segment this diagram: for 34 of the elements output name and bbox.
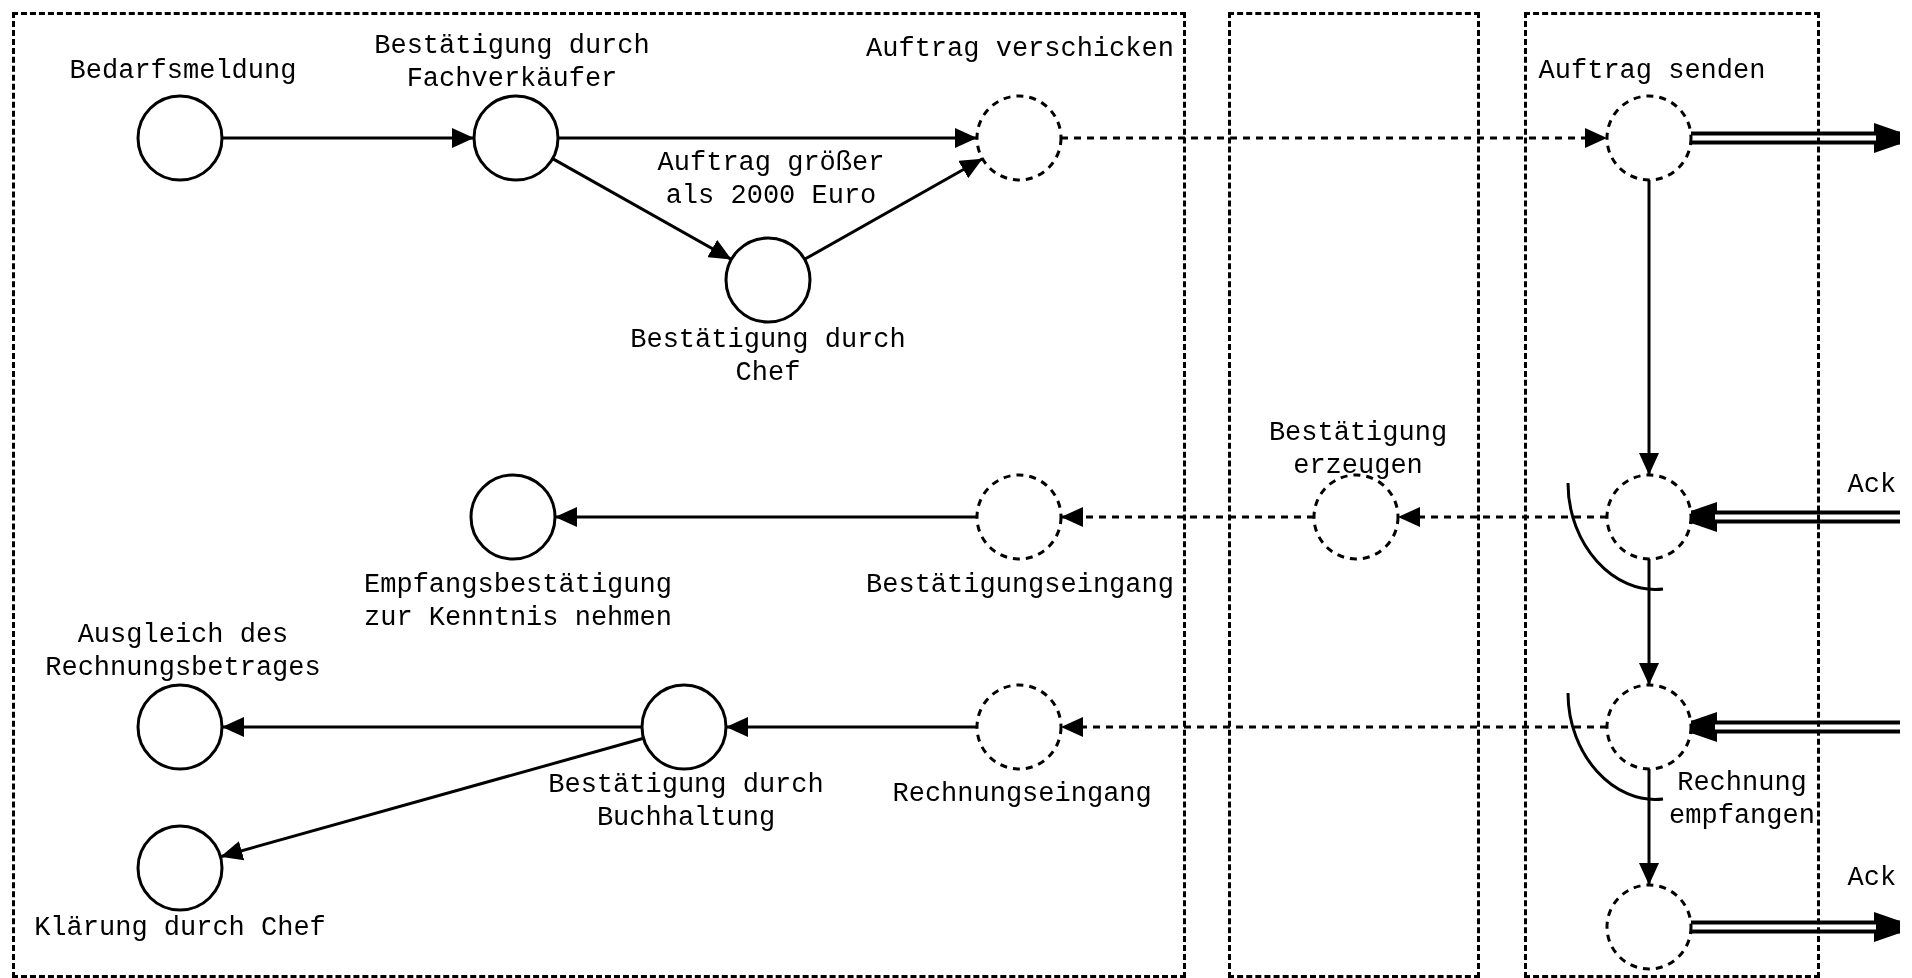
- arrow: [551, 157, 733, 261]
- event-label: Empfangsbestätigung zur Kenntnis nehmen: [363, 568, 673, 635]
- event-label: Rechnungseingang: [892, 777, 1152, 811]
- dashed-arrow: [1061, 507, 1314, 527]
- event-label: Auftrag senden: [1538, 54, 1766, 88]
- dashed-arrow: [1061, 128, 1607, 148]
- arrow: [222, 717, 642, 737]
- event-label: Rechnung empfangen: [1668, 766, 1816, 833]
- edge-label: Auftrag größer als 2000 Euro: [656, 146, 886, 213]
- dashed-arrow: [1398, 507, 1607, 527]
- arrow: [1639, 559, 1659, 685]
- event-label: Bestätigung erzeugen: [1267, 416, 1449, 483]
- arrow: [1639, 180, 1659, 475]
- event-label: Bestätigung durch Chef: [629, 323, 907, 390]
- event-label: Klärung durch Chef: [34, 911, 326, 945]
- event-label: Bestätigung durch Fachverkäufer: [373, 29, 651, 96]
- edge-label: Ack: [1846, 861, 1898, 895]
- arrow: [555, 507, 977, 527]
- dashed-arrow: [1061, 717, 1607, 737]
- swimlane: [1228, 12, 1480, 978]
- edge-label: Ack: [1846, 468, 1898, 502]
- event-label: Bestätigung durch Buchhaltung: [547, 768, 825, 835]
- arrow: [222, 128, 474, 148]
- arrow: [726, 717, 977, 737]
- event-label: Auftrag verschicken: [866, 32, 1174, 66]
- swimlane: [12, 12, 1186, 978]
- arrow: [558, 128, 977, 148]
- event-label: Ausgleich des Rechnungsbetrages: [44, 618, 322, 685]
- arrow: [803, 157, 984, 261]
- event-label: Bestätigungseingang: [866, 568, 1174, 602]
- arrow: [220, 736, 644, 861]
- event-label: Bedarfsmeldung: [69, 54, 297, 88]
- swimlane: [1524, 12, 1820, 978]
- arrow: [1639, 769, 1659, 885]
